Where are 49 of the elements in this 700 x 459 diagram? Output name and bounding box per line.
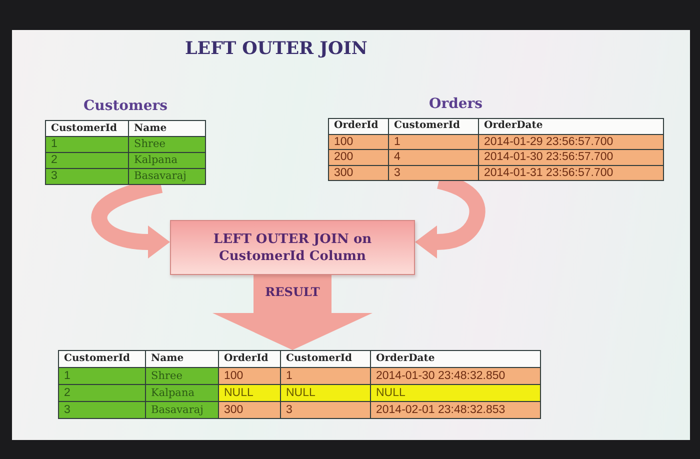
table-cell: 3 [280, 402, 370, 418]
table-cell: Basavaraj [128, 168, 206, 184]
column-header: OrderId [218, 350, 280, 368]
table-title: Customers [84, 98, 168, 114]
table-cell: 1 [388, 134, 478, 150]
table-cell: NULL [370, 384, 540, 402]
table-cell: 3 [388, 165, 478, 180]
column-header: CustomerId [58, 350, 146, 368]
table-cell: Shree [146, 368, 218, 384]
column-header: Name [128, 120, 206, 136]
column-header: OrderId [328, 118, 388, 134]
table-cell: 2 [46, 152, 128, 168]
table-cell: Basavaraj [146, 402, 218, 418]
table-cell: 4 [388, 150, 478, 165]
table-title: Orders [429, 96, 483, 112]
column-header: CustomerId [46, 120, 128, 136]
table-cell: 100 [328, 134, 388, 150]
table-cell: 2014-02-01 23:48:32.853 [370, 402, 540, 418]
table-cell: 1 [46, 136, 128, 152]
table-cell: Kalpana [128, 152, 206, 168]
table-cell: Shree [128, 136, 206, 152]
table-cell: 2 [58, 384, 146, 402]
column-header: OrderDate [370, 350, 540, 368]
process-box [170, 220, 415, 275]
table-cell: 2014-01-29 23:56:57.700 [478, 134, 664, 150]
table-cell: 300 [328, 165, 388, 180]
table-cell: 100 [218, 368, 280, 384]
data-table [58, 350, 541, 419]
table-cell: Kalpana [146, 384, 218, 402]
table-cell: 3 [58, 402, 146, 418]
table-cell: 1 [280, 368, 370, 384]
data-table [328, 95, 664, 181]
edge-label: RESULT [265, 285, 320, 300]
column-header: CustomerId [280, 350, 370, 368]
table-cell: 2014-01-30 23:56:57.700 [478, 150, 664, 165]
table-cell: 1 [58, 368, 146, 384]
column-header: Name [146, 350, 218, 368]
table-cell: NULL [280, 384, 370, 402]
table-cell: 2014-01-31 23:56:57.700 [478, 165, 664, 180]
table-cell: 3 [46, 168, 128, 184]
table-cell: 200 [328, 150, 388, 165]
slide-title: LEFT OUTER JOIN [185, 39, 368, 59]
table-cell: NULL [218, 384, 280, 402]
node-label: LEFT OUTER JOIN on CustomerId Column [212, 230, 373, 264]
table-cell: 300 [218, 402, 280, 418]
table-cell: 2014-01-30 23:48:32.850 [370, 368, 540, 384]
column-header: OrderDate [478, 118, 664, 134]
column-header: CustomerId [388, 118, 478, 134]
data-table [45, 97, 206, 185]
